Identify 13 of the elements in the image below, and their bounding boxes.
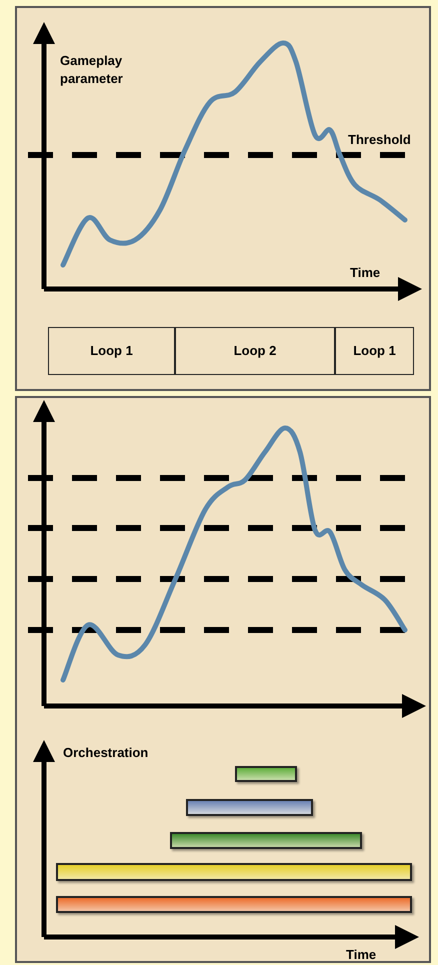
timeline-bar: [56, 896, 412, 913]
loop-cell: Loop 2: [175, 327, 335, 375]
timeline-bar: [56, 863, 412, 881]
axis-label: Orchestration: [63, 744, 148, 762]
loop-cell: Loop 1: [48, 327, 175, 375]
axis-label: Time: [350, 264, 380, 282]
axis-label: Time: [346, 946, 376, 964]
loop-cell: Loop 1: [335, 327, 414, 375]
timeline-bar: [170, 832, 362, 849]
timeline-bar: [235, 766, 297, 782]
axis-label: Gameplay parameter: [60, 52, 124, 88]
axis-label: Threshold: [348, 131, 411, 149]
timeline-bar: [186, 799, 313, 816]
